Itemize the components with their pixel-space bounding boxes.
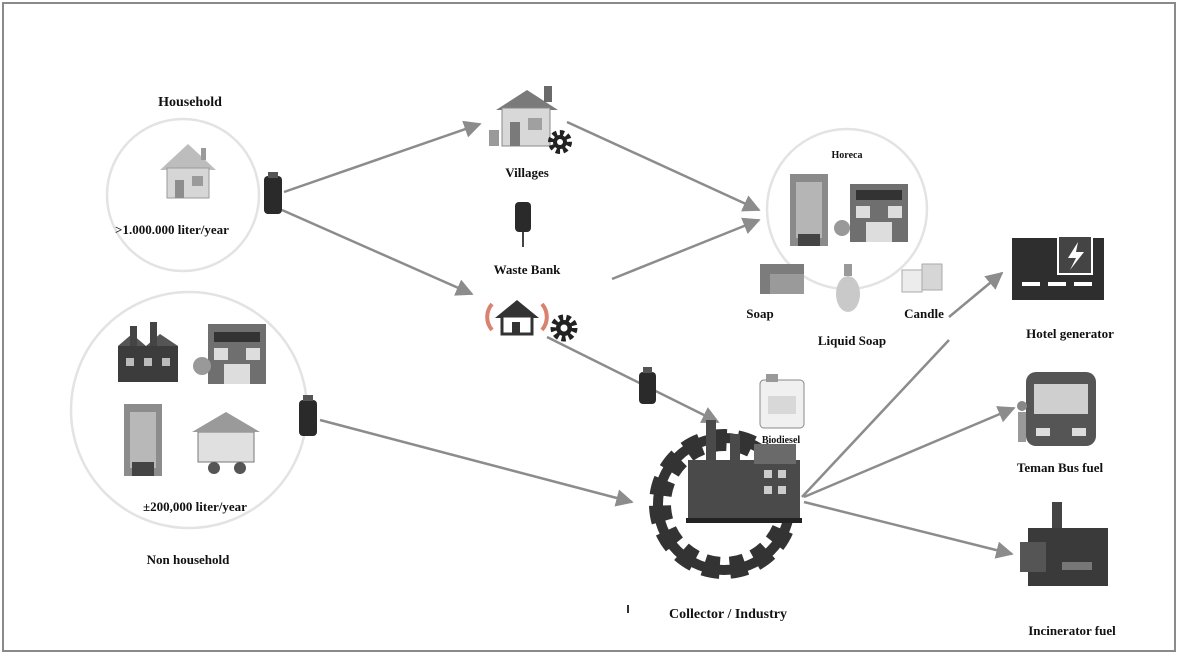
oil-bottle-icon xyxy=(264,172,282,214)
industry-factory-icon xyxy=(686,420,802,523)
waste-bank-icon xyxy=(485,300,549,336)
biodiesel-jerrycan-icon xyxy=(759,374,805,429)
food-cart-icon xyxy=(192,412,260,474)
wastebank-bottle-icon xyxy=(639,367,656,404)
arrow-household-to-wastebank xyxy=(281,208,474,296)
arrow-wastebank-to-collector xyxy=(546,335,720,424)
liquid-soap-label: Liquid Soap xyxy=(818,333,886,348)
arrow-collector-to-generator xyxy=(801,339,950,498)
arrow-villages-to-horeca xyxy=(566,120,761,212)
arrow-household-to-villages xyxy=(283,120,482,194)
soap-label: Soap xyxy=(746,306,773,321)
candle-icon xyxy=(901,263,943,293)
arrow-to-generator-head xyxy=(948,271,1004,318)
factory-icon xyxy=(118,322,178,382)
collector-label: Collector / Industry xyxy=(669,607,787,622)
liquid-soap-icon xyxy=(836,264,860,312)
arrow-collector-to-bus xyxy=(803,406,1016,499)
household-circle xyxy=(105,117,261,273)
arrow-collector-to-incinerator xyxy=(803,500,1014,559)
candle-label: Candle xyxy=(904,306,944,321)
non-household-bottle-icon xyxy=(299,395,317,436)
gear-icon xyxy=(548,130,572,154)
teman-bus-label: Teman Bus fuel xyxy=(1017,460,1104,475)
non-household-title: Non household xyxy=(147,552,230,567)
horeca-hotel-icon xyxy=(790,174,828,246)
flow-arrows xyxy=(281,120,1016,559)
non-household-volume: ±200,000 liter/year xyxy=(143,499,247,514)
household-volume: >1.000.000 liter/year xyxy=(115,222,229,237)
household-house-icon xyxy=(160,144,216,199)
household-title: Household xyxy=(158,95,222,110)
hotel-generator-label: Hotel generator xyxy=(1026,326,1114,341)
flow-diagram: Household >1.000.000 liter/year Villages… xyxy=(69,86,1116,638)
non-household-circle xyxy=(69,290,309,530)
villages-label: Villages xyxy=(505,165,549,180)
gear-icon xyxy=(550,314,578,342)
biodiesel-label: Biodiesel xyxy=(762,435,801,446)
hotel-building-icon xyxy=(124,404,162,476)
arrow-wastebank-to-horeca xyxy=(611,217,761,281)
villages-bottle-icon xyxy=(515,202,531,247)
horeca-title: Horeca xyxy=(832,150,863,161)
soap-icon xyxy=(760,264,804,294)
incinerator-label: Incinerator fuel xyxy=(1028,623,1116,638)
arrow-nonhousehold-to-collector xyxy=(319,418,634,507)
restaurant-icon xyxy=(193,324,266,384)
generator-icon xyxy=(1012,235,1104,300)
waste-bank-label: Waste Bank xyxy=(494,262,562,277)
bus-icon xyxy=(1017,372,1096,446)
horeca-restaurant-icon xyxy=(834,184,908,242)
incinerator-icon xyxy=(1020,502,1108,586)
villages-house-icon xyxy=(489,86,558,147)
